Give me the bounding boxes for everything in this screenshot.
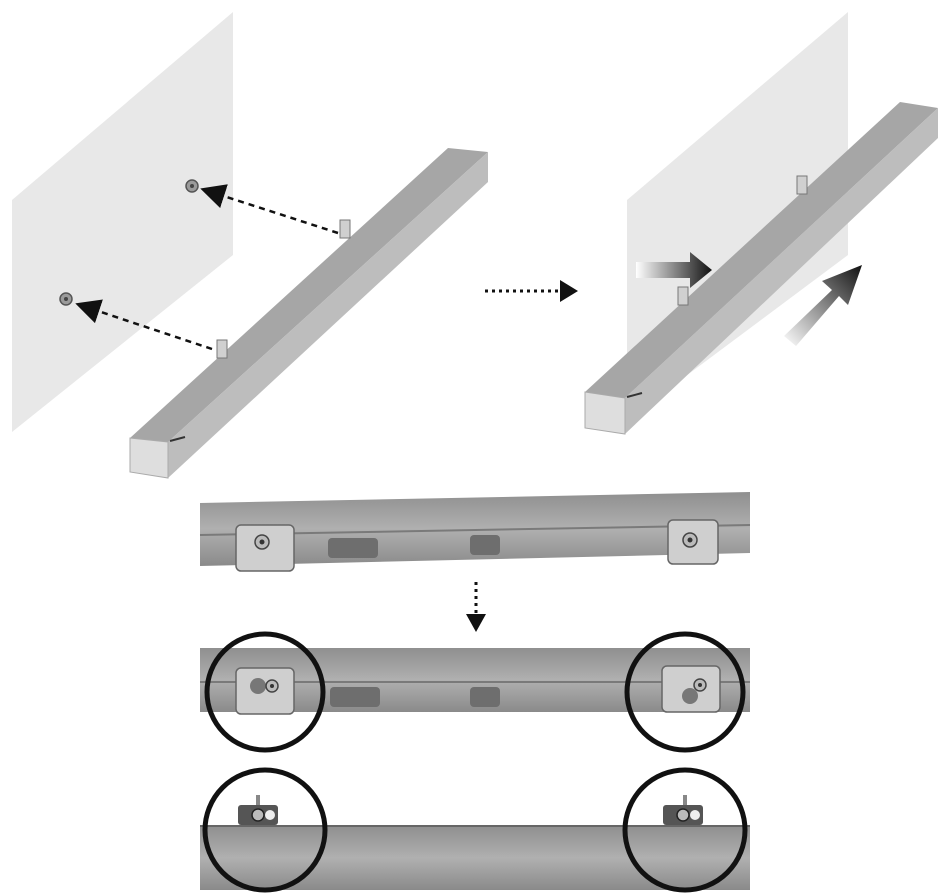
dashed-arrow-icon [200,184,339,235]
dashed-arrow-icon [75,299,213,351]
mounting-bracket-icon [796,175,808,195]
mounting-bracket-icon [677,286,689,306]
dotted-arrow-down-icon [466,582,486,632]
step-2-panel [584,12,938,435]
step-5-panel [200,767,750,893]
soundbar-front [625,108,938,434]
mounting-bracket-icon [216,339,228,359]
soundbar-front [168,152,488,478]
mounting-bracket-icon [339,219,351,239]
mounting-bracket-icon [238,795,278,825]
push-arrow-icon [784,265,862,346]
step-1-panel [12,12,488,479]
soundbar-top-view [200,826,750,890]
soundbar [129,148,488,479]
soundbar-end [129,437,169,479]
dotted-arrow-right-icon [485,280,578,302]
highlight-circle-icon [204,631,326,753]
step-4-panel [200,631,750,753]
push-arrow-icon [636,252,712,288]
wall-panel [12,12,233,432]
step-3-panel [199,492,751,572]
mounting-bracket-icon [663,795,703,825]
soundbar [584,102,938,435]
soundbar-top [585,102,938,398]
mounting-bracket-icon [235,524,295,572]
soundbar-end [584,391,626,435]
mounting-bracket-icon [235,667,295,715]
mounting-bracket-icon [667,519,719,565]
soundbar-top [130,148,488,442]
highlight-circle-icon [622,767,748,893]
highlight-circle-icon [202,767,328,893]
wall-screw-icon [59,292,73,306]
highlight-circle-icon [624,631,746,753]
mounting-bracket-icon [661,665,721,713]
wall-screw-icon [185,179,199,193]
